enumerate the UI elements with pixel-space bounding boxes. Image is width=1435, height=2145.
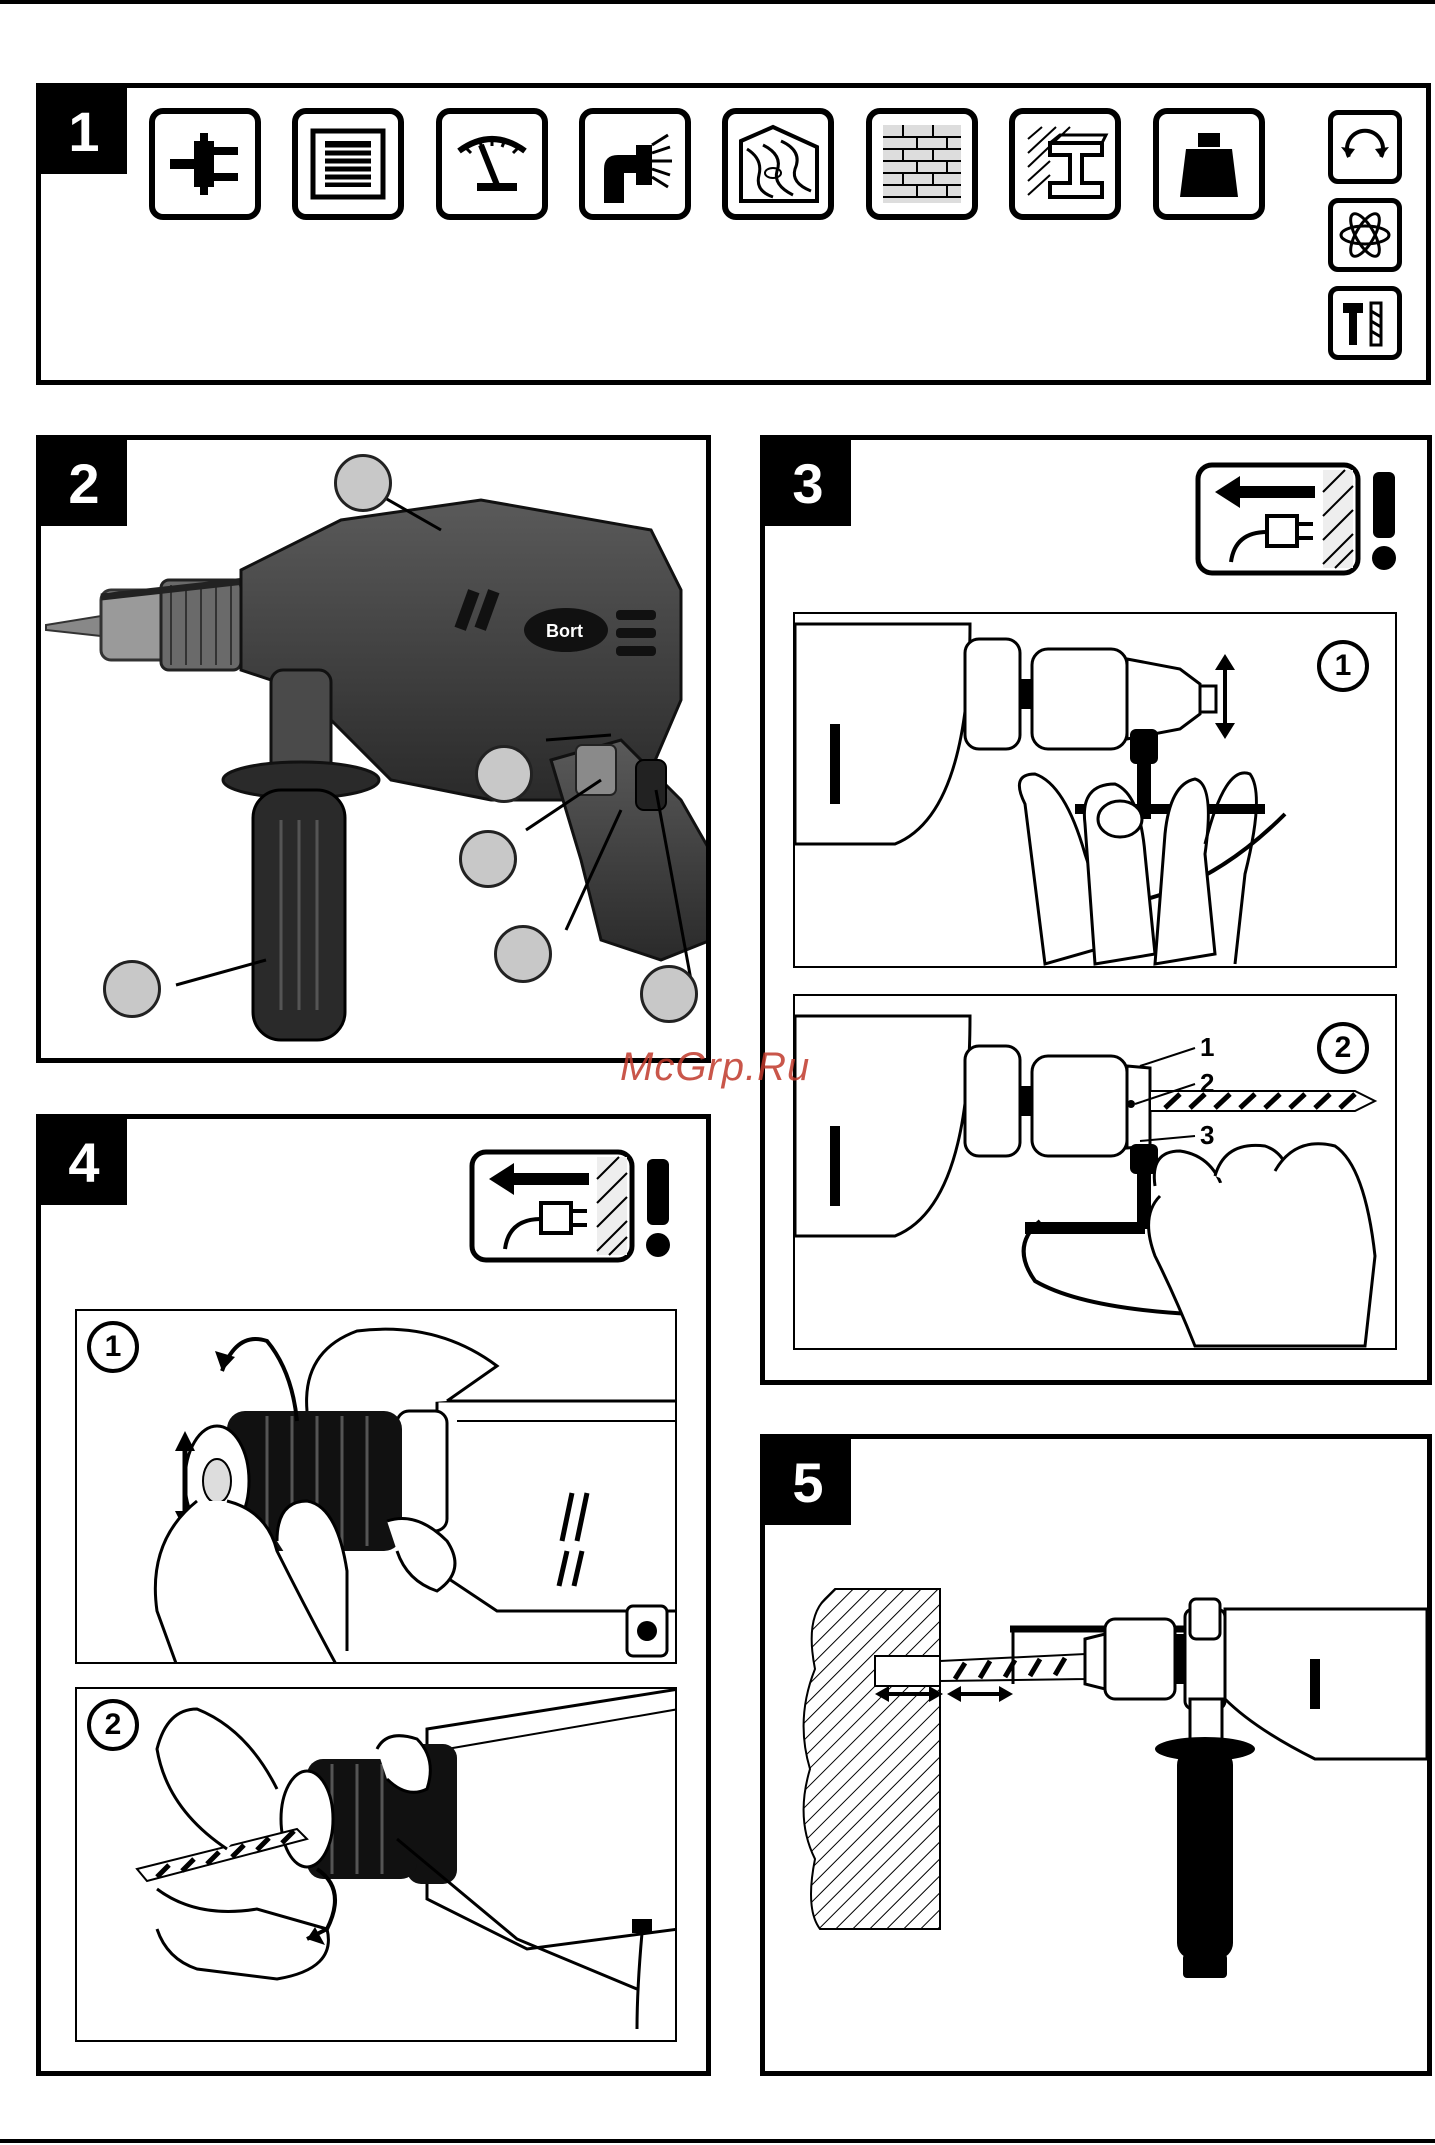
drill-brand-logo: Bort — [546, 621, 583, 641]
speed-gauge-icon — [436, 108, 548, 220]
step-number-2: 2 — [87, 1699, 139, 1751]
callout-1 — [334, 454, 392, 512]
steel-beam-icon — [1009, 108, 1121, 220]
wood-icon — [722, 108, 834, 220]
unplug-warning-icon — [469, 1149, 679, 1264]
hammer-drill-mode-icon — [1328, 286, 1402, 360]
panel-4-step-1: 1 — [75, 1309, 677, 1664]
panel-3: 3 — [760, 435, 1432, 1385]
panel-number: 1 — [41, 88, 127, 174]
callout-6 — [103, 960, 161, 1018]
power-plug-icon — [149, 108, 261, 220]
weight-icon — [1153, 108, 1265, 220]
depth-stop-illustration — [765, 1439, 1427, 2071]
chuck-part-label-1: 1 — [1200, 1032, 1214, 1063]
drill-chuck-icon — [579, 108, 691, 220]
step-number-2: 2 — [1317, 1022, 1369, 1074]
watermark: McGrp.Ru — [620, 1045, 810, 1090]
panel-2: 2 Bort — [36, 435, 711, 1063]
bottom-rule — [0, 2139, 1435, 2143]
step-number-1: 1 — [1317, 640, 1369, 692]
panel-number: 3 — [765, 440, 851, 526]
top-rule — [0, 0, 1435, 4]
panel-number: 4 — [41, 1119, 127, 1205]
keyless-chuck-insert-bit-illustration — [77, 1689, 677, 2042]
panel-3-step-1: 1 — [793, 612, 1397, 968]
panel-1: 1 — [36, 83, 1431, 385]
chuck-part-label-2: 2 — [1200, 1068, 1214, 1099]
motor-icon — [292, 108, 404, 220]
keyless-chuck-open-illustration — [77, 1311, 677, 1664]
callout-5 — [640, 965, 698, 1023]
callout-4 — [494, 925, 552, 983]
rotation-icon — [1328, 110, 1402, 184]
chuck-part-label-3: 3 — [1200, 1120, 1214, 1151]
vibration-icon — [1328, 198, 1402, 272]
panel-4: 4 — [36, 1114, 711, 2076]
unplug-warning-icon — [1195, 462, 1405, 577]
panel-4-step-2: 2 — [75, 1687, 677, 2042]
brick-icon — [866, 108, 978, 220]
chuck-key-tighten-illustration — [795, 614, 1397, 968]
callout-3 — [459, 830, 517, 888]
step-number-1: 1 — [87, 1321, 139, 1373]
chuck-key-insert-bit-illustration — [795, 996, 1397, 1350]
panel-3-step-2: 2 1 2 3 — [793, 994, 1397, 1350]
callout-2 — [475, 745, 533, 803]
panel-5: 5 — [760, 1434, 1432, 2076]
